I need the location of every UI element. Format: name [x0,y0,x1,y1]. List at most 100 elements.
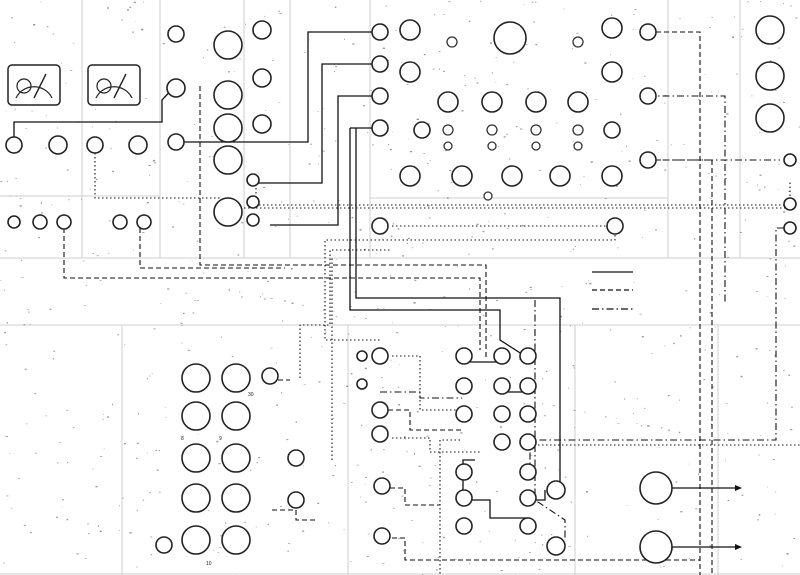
speck [286,439,289,441]
speck [491,72,493,74]
wires-solid [13,31,735,548]
speck [218,463,221,465]
speck [457,325,459,327]
jack [455,489,473,507]
speck [209,156,211,158]
speck [401,37,402,39]
speck [181,325,183,326]
speck [403,550,404,551]
knob [221,443,251,473]
speck [129,532,132,534]
jack [371,55,389,73]
jack [32,214,48,230]
speck [783,3,784,5]
speck [25,128,28,129]
speck [15,178,18,179]
knob [639,530,673,564]
speck [519,51,521,53]
speck [633,14,635,15]
knob [252,20,272,40]
speck [793,245,796,247]
jack [546,480,566,500]
speck [655,229,657,231]
small-knob [486,124,498,136]
speck [260,271,261,272]
knob [221,401,251,431]
speck [107,416,109,418]
speck [758,514,761,516]
jack [136,214,152,230]
speck [620,306,622,308]
speck [563,308,565,310]
jack [246,195,260,209]
speck [284,300,286,302]
speck [751,95,753,97]
speck [635,28,637,30]
speck [264,15,266,17]
speck [132,31,134,33]
speck [687,463,689,465]
speck [318,163,319,165]
speck [584,411,586,413]
speck [136,442,139,444]
speck [688,558,690,560]
speck [218,547,221,549]
knob [493,21,527,55]
speck [72,42,75,44]
speck [97,525,99,527]
speck [328,522,329,524]
speck [228,71,230,73]
speck [617,423,620,424]
speck [155,449,157,451]
speck [509,158,511,160]
jack [519,433,537,451]
jack [639,23,657,41]
speck [287,543,291,544]
speck [572,47,574,50]
speck [46,26,49,28]
speck [468,20,471,22]
knob [525,91,547,113]
speck [40,1,42,3]
jack [356,350,368,362]
speck [19,205,22,207]
speck [158,491,161,493]
speck [23,524,27,526]
speck [585,283,587,285]
knob [601,165,623,187]
speck [192,312,195,314]
speck [152,159,156,162]
speck [756,184,758,186]
speck [408,138,409,140]
speck [495,57,497,58]
speck [585,491,588,493]
speck [434,465,436,466]
speck [370,90,372,91]
speck [252,33,254,35]
speck [390,359,392,361]
speck [6,180,8,183]
speck [506,84,509,86]
speck [366,556,369,557]
speck [679,399,681,401]
speck [313,200,315,202]
speck [335,66,337,68]
speck [381,377,383,378]
speck [197,300,199,301]
speck [364,484,366,485]
vu-meter-left [7,64,61,106]
speck [311,336,312,338]
speck [523,4,525,6]
speck [158,449,160,452]
speck [530,455,533,456]
speck [0,181,3,182]
speck [484,511,486,512]
speck [680,511,683,513]
speck [709,312,712,314]
speck [639,313,642,315]
speck [317,502,320,504]
speck [270,298,273,299]
speck [183,312,185,315]
speck [295,421,297,423]
speck [241,222,244,224]
